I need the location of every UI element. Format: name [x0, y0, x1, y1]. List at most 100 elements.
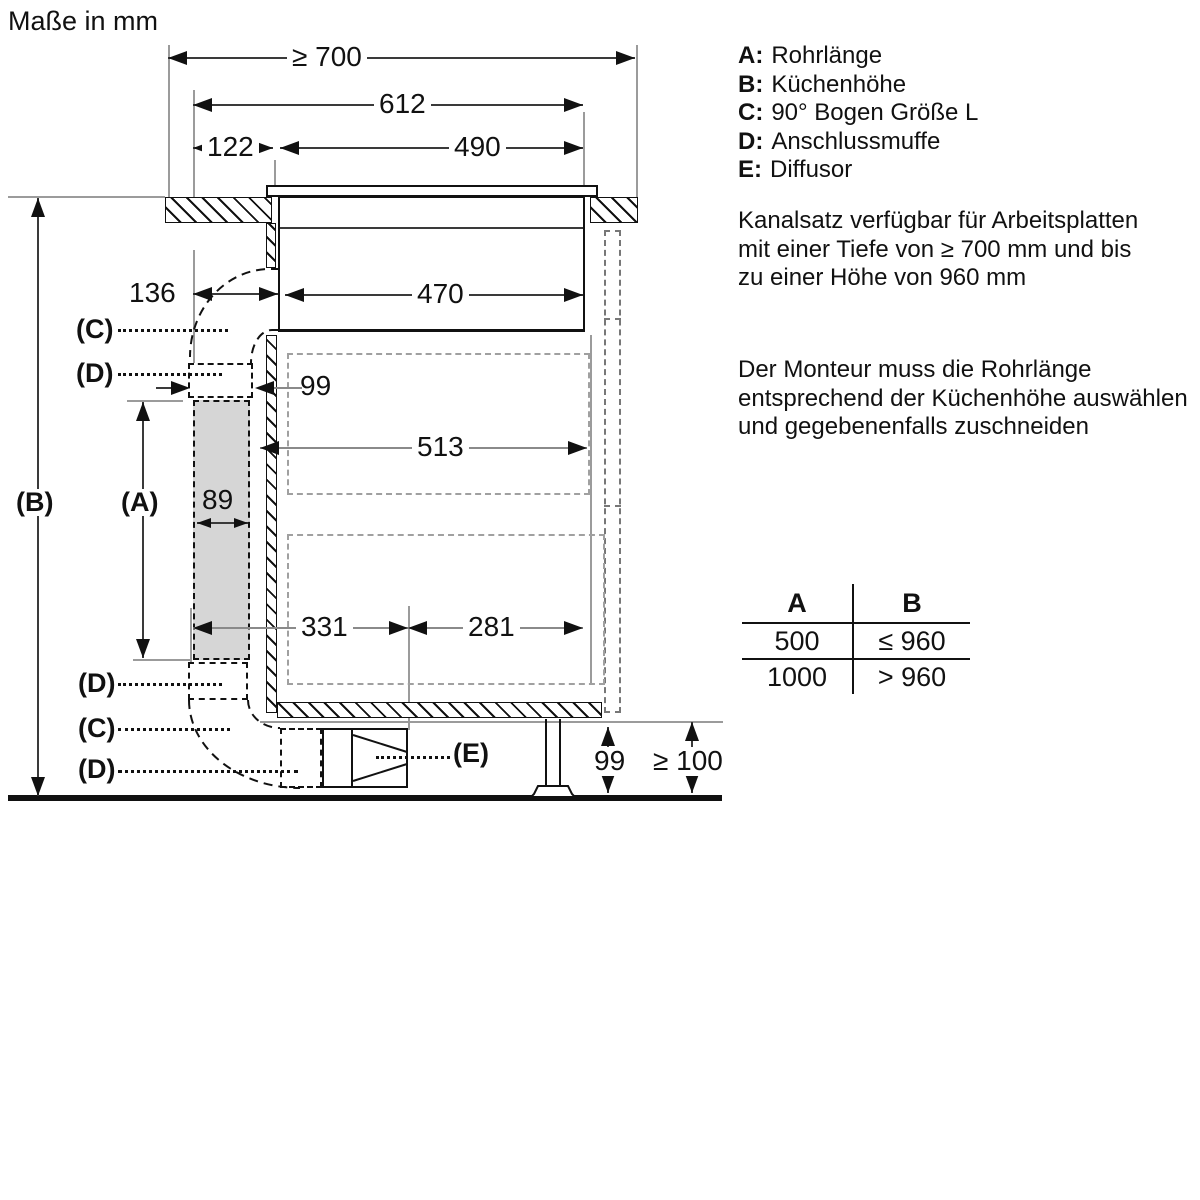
leader-dots	[118, 728, 230, 731]
legend-item-C: C: 90° Bogen Größe L	[738, 99, 978, 127]
arrow-left	[193, 98, 212, 112]
dim-tail	[156, 387, 174, 389]
note-duct-availability: Kanalsatz verfügbar für Arbeitsplatten m…	[738, 207, 1139, 291]
arrow-right	[568, 441, 587, 455]
legend-text: 90° Bogen Größe L	[771, 99, 979, 126]
duct-channel-right	[604, 230, 621, 713]
label-B: (B)	[14, 487, 56, 517]
hob-inner-line	[280, 227, 583, 229]
extension-line	[590, 335, 592, 685]
arrow-right	[259, 287, 278, 301]
extension-line	[274, 160, 276, 192]
legend-key: C:	[738, 99, 764, 126]
cabinet-bottom-panel	[277, 702, 602, 718]
arrow-up	[136, 402, 150, 421]
dim-leader	[274, 387, 302, 389]
arrow-left	[280, 141, 299, 155]
connection-sleeve-bottom	[188, 662, 248, 700]
arrow-right	[389, 621, 408, 635]
arrow-right	[171, 381, 190, 395]
label-C-lower: (C)	[76, 713, 118, 743]
label-D-upper: (D)	[74, 358, 116, 388]
dim-line-cutout	[280, 147, 583, 149]
table-cell: ≤ 960	[854, 624, 970, 660]
dim-bottom-front: 281	[463, 612, 520, 642]
duct-channel-joint	[604, 505, 621, 507]
arrow-right	[254, 141, 273, 155]
worktop-left-section	[165, 197, 272, 223]
table-header-A: A	[742, 584, 854, 624]
duct-horizontal-piece	[280, 728, 322, 788]
legend-item-E: E:Diffusor	[738, 156, 852, 184]
extension-line	[133, 659, 190, 661]
extension-line	[190, 608, 192, 662]
arrow-down	[601, 774, 615, 793]
dim-line-top-width	[168, 57, 635, 59]
leader-dots	[118, 770, 298, 773]
leader-dots	[118, 373, 222, 376]
table-cell: 500	[742, 624, 854, 660]
legend-item-B: B:Küchenhöhe	[738, 71, 906, 99]
arrow-left	[285, 288, 304, 302]
label-E: (E)	[451, 738, 491, 768]
extension-line	[127, 400, 183, 402]
duct-channel-joint	[604, 711, 621, 713]
table-cell: > 960	[877, 661, 947, 692]
dim-socket-width: 99	[300, 370, 332, 401]
arrow-right	[564, 141, 583, 155]
arrow-up	[601, 727, 615, 746]
arrow-right	[234, 518, 248, 528]
arrow-left	[193, 621, 212, 635]
extension-line	[260, 721, 723, 723]
arrow-left	[260, 441, 279, 455]
leader-dots	[118, 683, 222, 686]
legend-key: D:	[738, 128, 764, 155]
arrow-left	[168, 51, 187, 65]
arrow-right	[616, 51, 635, 65]
label-D-lower: (D)	[76, 754, 118, 784]
arrow-right	[564, 98, 583, 112]
arrow-up	[31, 198, 45, 217]
legend-item-A: A: Rohrlänge	[738, 42, 882, 70]
legend-text: Küchenhöhe	[771, 71, 907, 98]
page-title: Maße in mm	[8, 6, 159, 36]
note-installer: Der Monteur muss die Rohrlänge entsprech…	[738, 356, 1188, 440]
dim-plinth-min: ≥ 100	[648, 746, 728, 776]
arrow-right	[564, 621, 583, 635]
floor-line	[8, 795, 722, 801]
arrow-down	[136, 639, 150, 658]
pipe-length-table: A B 500 ≤ 960 1000 > 960	[742, 584, 970, 694]
label-D-middle: (D)	[76, 668, 118, 698]
extension-line	[408, 606, 410, 730]
dim-plinth-height: 99	[589, 746, 631, 776]
connection-sleeve-top	[188, 363, 253, 398]
dim-rear-clearance: 136	[129, 277, 176, 308]
leader-dots	[376, 756, 450, 759]
table-header-B: B	[854, 584, 970, 624]
table-cell: 1000	[742, 660, 854, 694]
legend-text: Anschlussmuffe	[771, 128, 941, 155]
arrow-left	[197, 518, 211, 528]
legend-key: E:	[738, 156, 762, 183]
duct-pipe	[193, 400, 250, 660]
extension-line	[8, 196, 165, 198]
legend-text: Rohrlänge	[771, 42, 883, 69]
arrow-up	[685, 722, 699, 741]
dim-line-pipe-width	[197, 522, 248, 524]
legend-key: A:	[738, 42, 764, 69]
extension-line	[168, 45, 170, 197]
dim-cutout-width: 490	[449, 132, 506, 162]
arrow-right	[564, 288, 583, 302]
clearance-zone-lower	[287, 534, 605, 685]
arrow-down	[685, 774, 699, 793]
dim-inner-depth: 513	[412, 432, 469, 462]
label-A: (A)	[119, 487, 161, 517]
dim-line-pipe-length	[142, 402, 144, 658]
worktop-right-section	[590, 197, 638, 223]
dim-pipe-width: 89	[202, 484, 234, 515]
worktop-cut-edge	[266, 223, 276, 268]
hob-body	[278, 196, 585, 332]
duct-channel-joint	[604, 318, 621, 320]
legend-item-D: D: Anschlussmuffe	[738, 128, 940, 156]
